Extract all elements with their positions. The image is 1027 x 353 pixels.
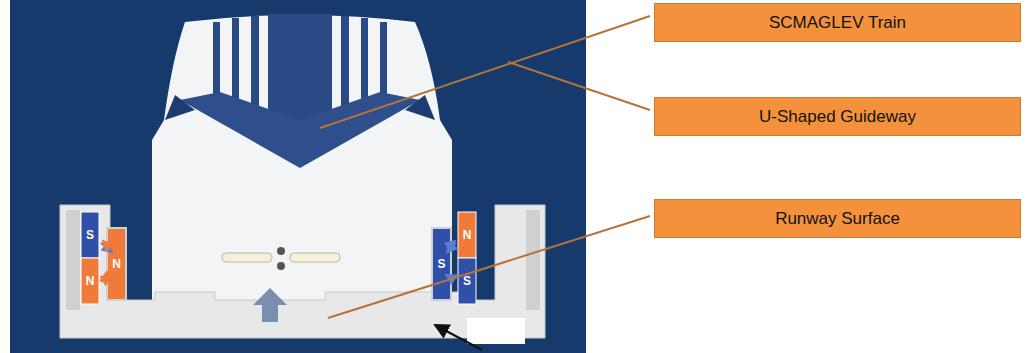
magnet-pole-letter: S [86,229,94,241]
pointer-arrow [435,325,482,350]
label-text: U-Shaped Guideway [759,107,916,127]
force-arrows [101,241,456,282]
train-body [152,15,452,300]
label-box: SCMAGLEV Train [654,3,1021,42]
label-box: Runway Surface [654,199,1021,238]
lift-arrow [253,288,287,322]
magnet-pole-letter: S [463,275,471,287]
train-stripes [165,14,435,168]
empty-tag [467,318,525,344]
magnet-pole-letter: N [86,275,95,287]
guideway-coil-strip [66,210,80,310]
label-text: SCMAGLEV Train [769,13,906,33]
magnet-pole-letter: S [437,258,445,270]
background-panel [10,0,586,353]
magnet-pole-letter: N [463,229,472,241]
label-box: U-Shaped Guideway [654,97,1021,136]
leader-lines [320,16,650,318]
guideway-coil-strip [526,210,540,310]
train-headlights [222,247,340,270]
magnet-pole-letter: N [112,258,121,270]
label-text: Runway Surface [775,209,900,229]
